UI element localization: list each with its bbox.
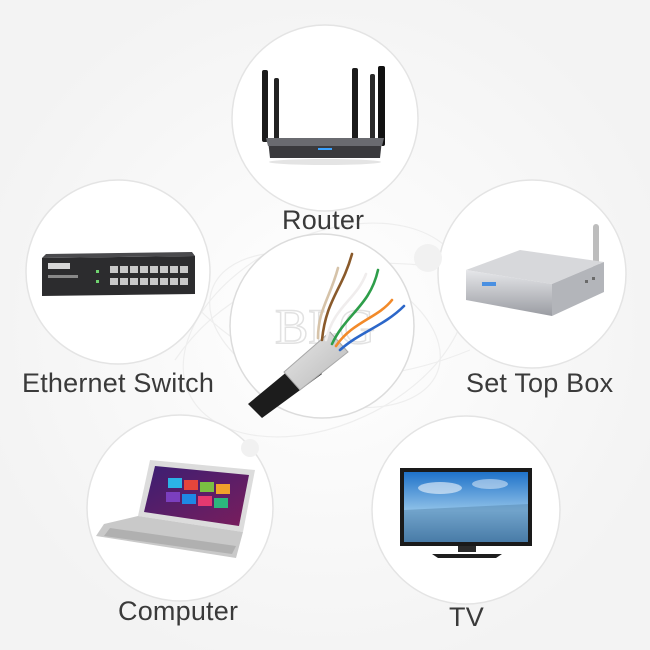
decor-dot [241,439,259,457]
ethernet-switch-label: Ethernet Switch [22,368,215,398]
tv-icon [400,468,532,558]
laptop-icon [96,460,255,558]
router-label: Router [282,205,365,235]
ethernet-cable-icon: BLG [248,252,406,418]
switch-icon [42,252,195,296]
set-top-box-icon [466,224,604,316]
router-circle [231,24,419,212]
router-icon [262,66,385,165]
set-top-box-label: Set Top Box [466,368,614,398]
computer-label: Computer [118,596,239,626]
center-circle [229,233,415,419]
tv-label: TV [449,602,484,632]
decor-dot [414,244,442,272]
